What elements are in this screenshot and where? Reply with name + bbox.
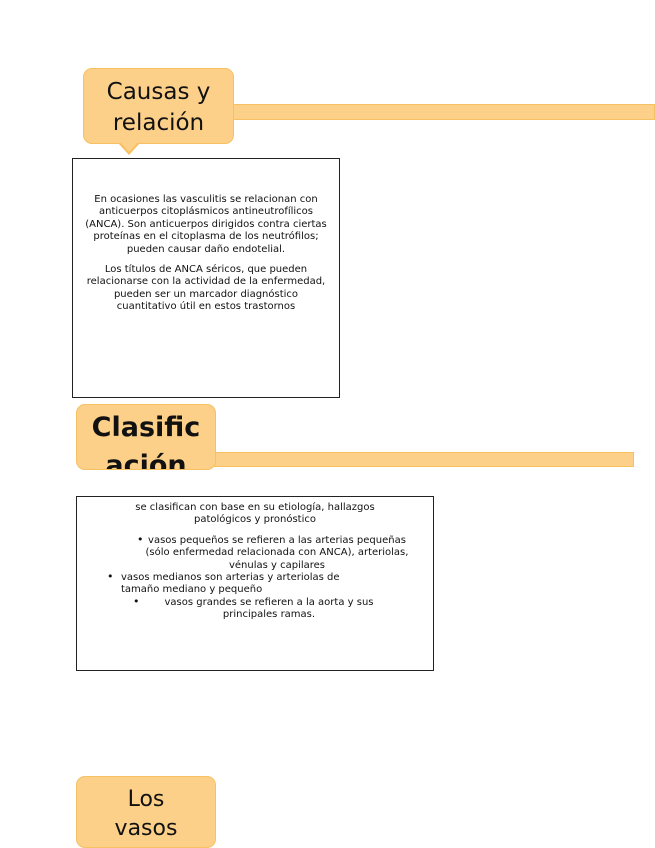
vasos-heading-text: Los vasos	[114, 787, 178, 841]
vasos-heading-tag: Los vasos	[76, 776, 216, 848]
causas-paragraph-2: Los títulos de ANCA séricos, que pueden …	[86, 264, 326, 313]
causas-heading-tag: Causas y relación	[83, 68, 234, 155]
clasificacion-heading-text: Clasificación	[91, 412, 201, 470]
list-item: vasos pequeños se refieren a las arteria…	[81, 534, 429, 572]
clasificacion-heading-tag: Clasificación	[76, 404, 216, 470]
causas-paragraph-1: En ocasiones las vasculitis se relaciona…	[85, 194, 327, 255]
causas-connector-bar	[232, 104, 655, 120]
clasificacion-intro: se clasifican con base en su etiología, …	[135, 502, 375, 526]
tag-pointer-inner	[120, 142, 138, 152]
causas-text-box: En ocasiones las vasculitis se relaciona…	[72, 158, 340, 398]
list-item: vasos grandes se refieren a la aorta y s…	[81, 596, 429, 622]
clasificacion-list: vasos pequeños se refieren a las arteria…	[81, 534, 429, 622]
list-item: vasos medianos son arterias y arteriolas…	[81, 571, 429, 597]
clasificacion-text-box: se clasifican con base en su etiología, …	[76, 496, 434, 671]
clasificacion-connector-bar	[214, 452, 634, 467]
causas-heading-text: Causas y relación	[106, 79, 211, 136]
